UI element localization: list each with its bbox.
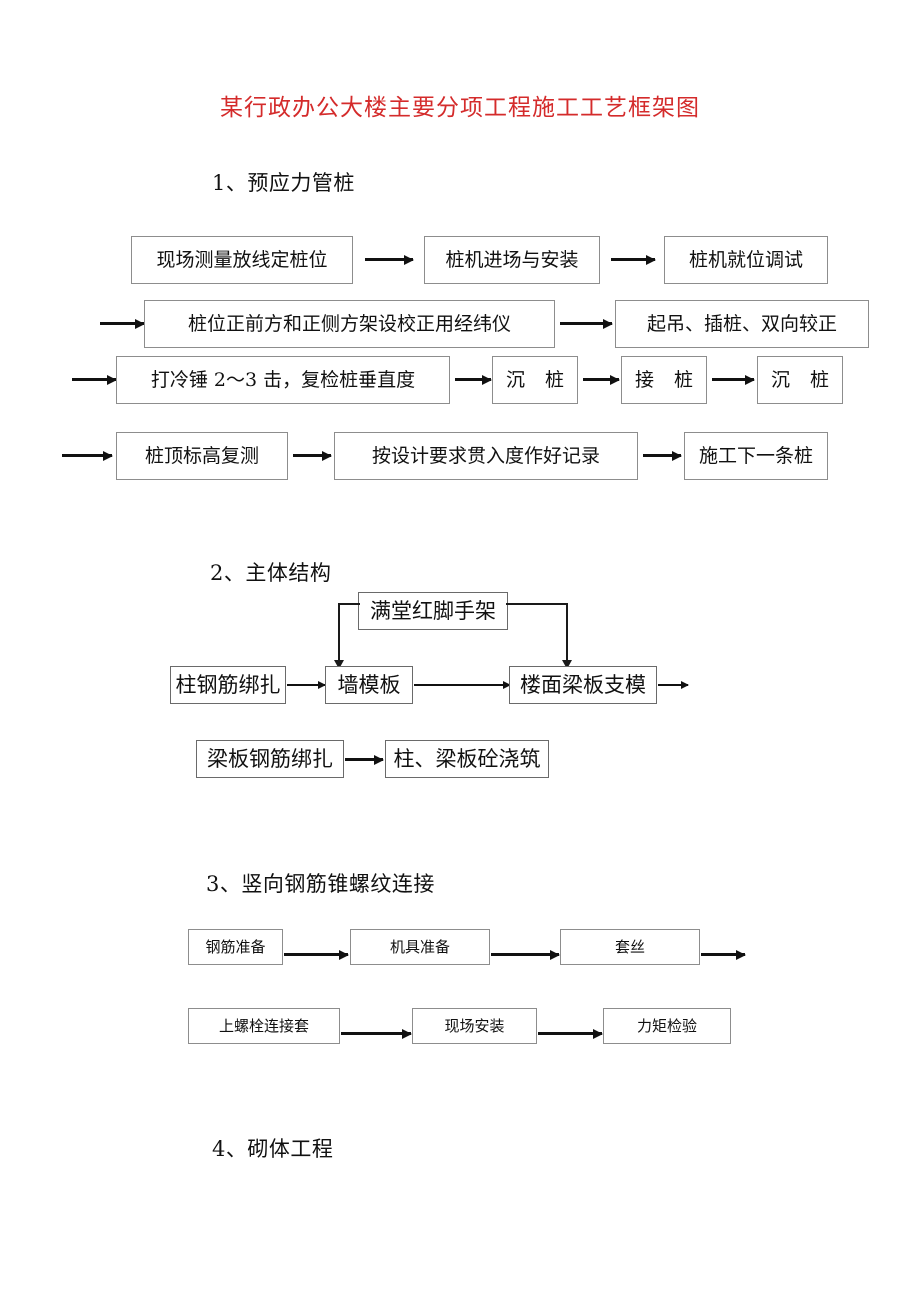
flow-box-s1-r1-c2[interactable]: 桩机进场与安装 bbox=[424, 236, 600, 284]
arrow-s2-r1-out bbox=[658, 684, 688, 686]
section-heading-1: 1、预应力管桩 bbox=[212, 171, 355, 195]
flow-box-s1-r1-c1[interactable]: 现场测量放线定桩位 bbox=[131, 236, 353, 284]
flow-box-s1-r4-c1[interactable]: 桩顶标高复测 bbox=[116, 432, 288, 480]
arrow-s3-r2-1 bbox=[341, 1032, 411, 1035]
arrow-s3-r1-1 bbox=[284, 953, 348, 956]
arrow-s1-r3-2 bbox=[583, 378, 619, 381]
arrow-s1-r4-1 bbox=[293, 454, 331, 457]
arrow-s3-r1-2 bbox=[491, 953, 559, 956]
flow-box-s1-r3-c4[interactable]: 沉 桩 bbox=[757, 356, 843, 404]
flow-box-s3-r1-c3[interactable]: 套丝 bbox=[560, 929, 700, 965]
flow-box-s1-r4-c2[interactable]: 按设计要求贯入度作好记录 bbox=[334, 432, 638, 480]
arrow-s1-r3-3 bbox=[712, 378, 754, 381]
arrow-s1-r4-2 bbox=[643, 454, 681, 457]
flow-box-s1-r1-c3[interactable]: 桩机就位调试 bbox=[664, 236, 828, 284]
arrow-s1-r1-2 bbox=[611, 258, 655, 261]
section-heading-3: 3、竖向钢筋锥螺纹连接 bbox=[206, 872, 435, 896]
flow-box-s3-r2-c1[interactable]: 上螺栓连接套 bbox=[188, 1008, 340, 1044]
flow-box-s1-r3-c3[interactable]: 接 桩 bbox=[621, 356, 707, 404]
arrowhead-scaffold-right bbox=[562, 660, 572, 669]
connector-scaffold-left-v bbox=[338, 603, 340, 665]
flow-box-s2-scaffold[interactable]: 满堂红脚手架 bbox=[358, 592, 508, 630]
connector-scaffold-left-h bbox=[338, 603, 360, 605]
flow-box-s1-r2-c2[interactable]: 起吊、插桩、双向较正 bbox=[615, 300, 869, 348]
arrow-s3-r1-out bbox=[701, 953, 745, 956]
connector-scaffold-right-h bbox=[506, 603, 568, 605]
arrow-s1-r1-1 bbox=[365, 258, 413, 261]
arrow-s2-r2-1 bbox=[345, 758, 383, 761]
section-heading-4: 4、砌体工程 bbox=[212, 1137, 334, 1161]
flow-box-s1-r3-c1[interactable]: 打冷锤 2～3 击，复检桩垂直度 bbox=[116, 356, 450, 404]
flow-box-s2-r2-c2[interactable]: 柱、梁板砼浇筑 bbox=[385, 740, 549, 778]
flow-box-s3-r1-c2[interactable]: 机具准备 bbox=[350, 929, 490, 965]
arrowhead-scaffold-left bbox=[334, 660, 344, 669]
flow-box-s2-r1-c3[interactable]: 楼面梁板支模 bbox=[509, 666, 657, 704]
flow-box-s3-r2-c3[interactable]: 力矩检验 bbox=[603, 1008, 731, 1044]
connector-scaffold-right-v bbox=[566, 603, 568, 665]
arrow-s2-r1-1 bbox=[287, 684, 325, 686]
flow-box-s1-r2-c1[interactable]: 桩位正前方和正侧方架设校正用经纬仪 bbox=[144, 300, 555, 348]
arrow-s2-r1-2 bbox=[414, 684, 510, 686]
arrow-s1-r2-1 bbox=[560, 322, 612, 325]
arrow-s3-r2-2 bbox=[538, 1032, 602, 1035]
flow-box-s3-r2-c2[interactable]: 现场安装 bbox=[412, 1008, 537, 1044]
flow-box-s2-r1-c2[interactable]: 墙模板 bbox=[325, 666, 413, 704]
arrow-s1-r4-in bbox=[62, 454, 112, 457]
flow-box-s3-r1-c1[interactable]: 钢筋准备 bbox=[188, 929, 283, 965]
arrow-s1-r2-in bbox=[100, 322, 144, 325]
page-title: 某行政办公大楼主要分项工程施工工艺框架图 bbox=[220, 95, 700, 121]
flow-box-s1-r4-c3[interactable]: 施工下一条桩 bbox=[684, 432, 828, 480]
flow-box-s1-r3-c2[interactable]: 沉 桩 bbox=[492, 356, 578, 404]
flow-box-s2-r1-c1[interactable]: 柱钢筋绑扎 bbox=[170, 666, 286, 704]
arrow-s1-r3-1 bbox=[455, 378, 491, 381]
section-heading-2: 2、主体结构 bbox=[210, 561, 332, 585]
flow-box-s2-r2-c1[interactable]: 梁板钢筋绑扎 bbox=[196, 740, 344, 778]
arrow-s1-r3-in bbox=[72, 378, 116, 381]
